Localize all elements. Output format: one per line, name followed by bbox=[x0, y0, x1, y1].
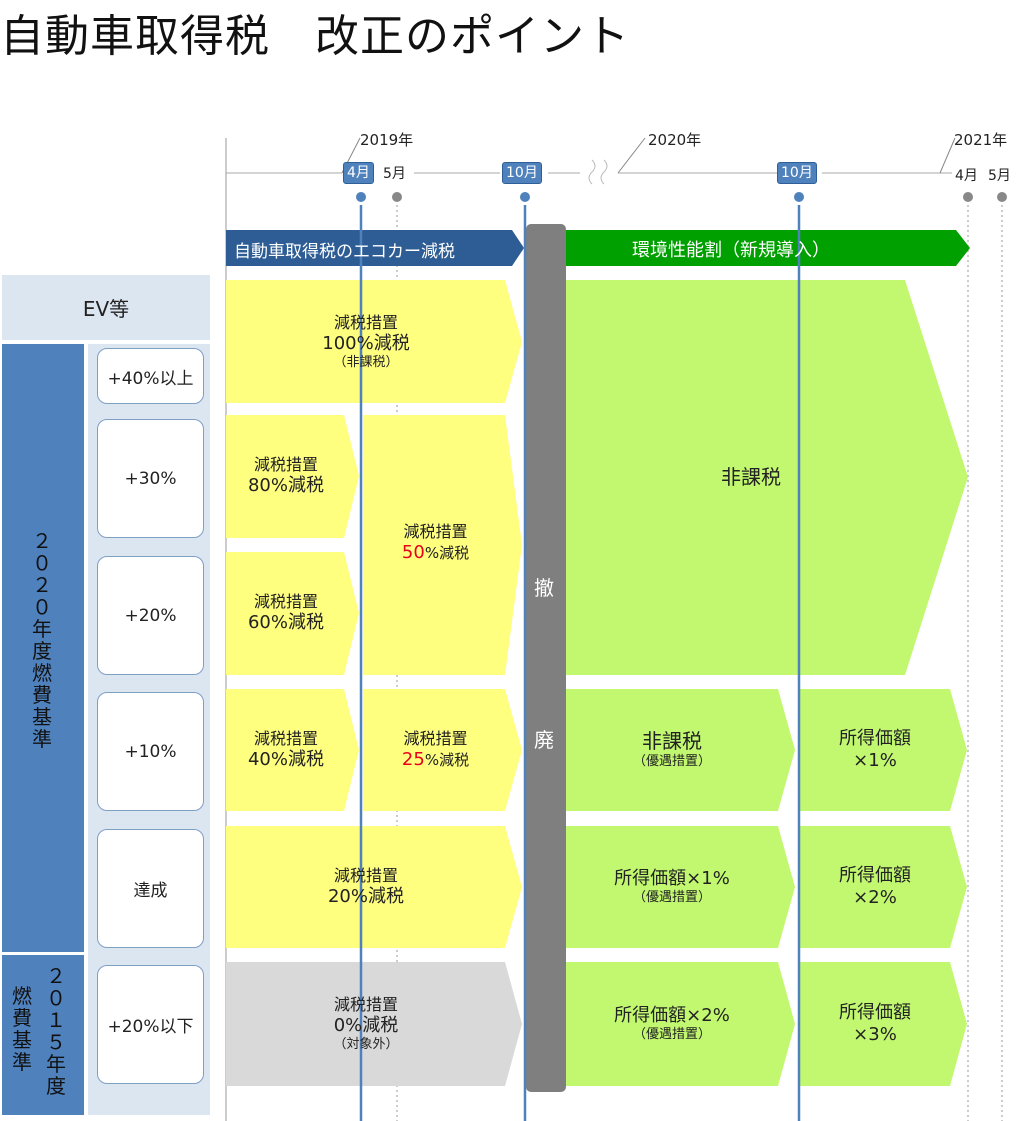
cell-achieved-old: 減税措置 20%減税 bbox=[327, 865, 404, 907]
environment-band bbox=[566, 230, 970, 266]
cell-r30-20-late: 減税措置 50%減税 bbox=[401, 521, 470, 563]
cell-r10-new1: 非課税 （優遇措置） bbox=[632, 729, 711, 770]
environment-band-label: 環境性能割（新規導入） bbox=[632, 240, 830, 261]
cell-low-new2: 所得価額 ×3% bbox=[839, 1001, 911, 1046]
group-2015-bg bbox=[2, 955, 84, 1115]
ev-row-bg bbox=[2, 275, 210, 340]
year-2020: 2020年 bbox=[648, 131, 702, 149]
group-2020-bg bbox=[2, 344, 84, 952]
month-apr-2021: 4月 bbox=[955, 168, 978, 184]
abolish-label-2: 廃 bbox=[534, 728, 554, 752]
page-title: 自動車取得税 改正のポイント bbox=[0, 11, 630, 62]
eco-car-band-label: 自動車取得税のエコカー減税 bbox=[234, 242, 455, 262]
month-may-2021: 5月 bbox=[988, 168, 1011, 184]
cell-ach-new2: 所得価額 ×2% bbox=[839, 864, 911, 909]
cell-r10-early: 減税措置 40%減税 bbox=[247, 728, 324, 770]
abolish-bar bbox=[526, 224, 566, 1092]
cell-new-top: 非課税 bbox=[721, 464, 781, 489]
row-ev: EV等 bbox=[82, 297, 130, 321]
abolish-label-1: 撤 bbox=[534, 576, 554, 600]
row-achieved: 達成 bbox=[97, 829, 204, 948]
row-plus30: +30% bbox=[97, 419, 204, 538]
month-oct-2019: 10月 bbox=[502, 162, 542, 184]
group-2015-label-a: 燃費基準 bbox=[12, 984, 32, 1074]
cell-low-new1: 所得価額×2% （優遇措置） bbox=[614, 1004, 730, 1043]
cell-r10-new2: 所得価額 ×1% bbox=[839, 727, 911, 772]
month-apr-2019: 4月 bbox=[343, 162, 374, 184]
eco-car-band bbox=[226, 230, 524, 266]
month-oct-2020: 10月 bbox=[777, 162, 817, 184]
cell-r30-early: 減税措置 80%減税 bbox=[247, 454, 324, 496]
cell-r20-early: 減税措置 60%減税 bbox=[247, 591, 324, 633]
cell-low-old: 減税措置 0%減税 （対象外） bbox=[333, 994, 399, 1053]
month-may-2019: 5月 bbox=[383, 166, 406, 182]
year-2019: 2019年 bbox=[360, 131, 414, 149]
row-plus20: +20% bbox=[97, 556, 204, 675]
row-plus20-below: +20%以下 bbox=[97, 965, 204, 1084]
cell-ach-new1: 所得価額×1% （優遇措置） bbox=[614, 867, 730, 906]
cell-r10-late: 減税措置 25%減税 bbox=[401, 728, 470, 770]
row-plus10: +10% bbox=[97, 692, 204, 811]
row-plus40: +40%以上 bbox=[97, 348, 204, 404]
year-2021: 2021年 bbox=[954, 131, 1008, 149]
cell-ev-old: 減税措置 100%減税 （非課税） bbox=[322, 312, 410, 371]
